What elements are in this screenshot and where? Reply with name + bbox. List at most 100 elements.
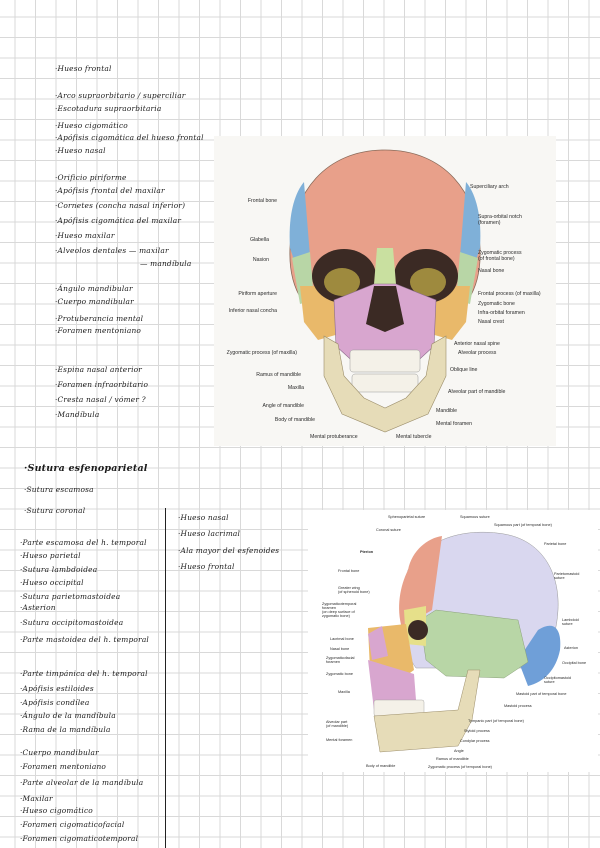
label-nasal-crest: Nasal crest xyxy=(478,319,504,325)
label-angle: Angle xyxy=(454,749,464,753)
note-line: ·Orificio piriforme xyxy=(55,173,127,182)
label-mental-tubercle: Mental tubercle xyxy=(396,434,432,440)
label-alveolar-part-lateral: Alveolar part (of mandible) xyxy=(326,720,349,728)
note-line: ·Escotadura supraorbitaria xyxy=(55,104,162,113)
label-ramus-of-mandible: Ramus of mandible xyxy=(256,372,301,378)
note-line: ·Espina nasal anterior xyxy=(55,365,143,374)
note-line: ·Foramen infraorbitario xyxy=(55,380,149,389)
note-line: ·Ángulo mandibular xyxy=(55,284,133,293)
column-divider xyxy=(165,508,166,848)
label-body-of-mandible-lateral: Body of mandible xyxy=(366,764,396,768)
note-line: ·Hueso maxilar xyxy=(55,231,115,240)
note-line: ·Sutura escamosa xyxy=(24,485,94,494)
label-mental-foramen-lateral: Mental foramen xyxy=(326,738,353,742)
maxilla-lateral xyxy=(368,660,416,710)
sphenoid-wing-right xyxy=(460,182,481,266)
orbit-left-floor xyxy=(324,268,360,296)
note-line: ·Arco supraorbitario / superciliar xyxy=(55,91,186,100)
label-mental-foramen: Mental foramen xyxy=(436,421,473,427)
note-line: ·Apófisis cigomática del maxilar xyxy=(55,216,182,225)
label-lacrimal-bone: Lacrimal bone xyxy=(330,637,354,641)
label-zygomatic-process-temporal: Zygomatic process (of temporal bone) xyxy=(428,765,492,769)
orbit-lateral xyxy=(408,620,428,640)
label-supra-orbital-notch: Supra-orbital notch (foramen) xyxy=(478,214,522,226)
note-line: ·Sutura lambdoidea xyxy=(20,565,98,574)
piriform-aperture-shape xyxy=(366,286,404,332)
note-line: ·Maxilar xyxy=(20,794,53,803)
note-line: ·Hueso lacrimal xyxy=(178,529,241,538)
note-line: ·Parte escamosa del h. temporal xyxy=(20,538,147,547)
label-condylar-process: Condylar process xyxy=(460,739,490,743)
note-line: ·Sutura coronal xyxy=(24,506,86,515)
label-alveolar-process: Alveolar process xyxy=(458,350,497,356)
label-inferior-nasal-concha: Inferior nasal concha xyxy=(228,308,277,314)
label-zygomatic-bone-lateral: Zygomatic bone xyxy=(326,672,354,676)
note-line: ·Hueso cigomático xyxy=(20,806,93,815)
label-zygomatic-process-frontal: Zygomatic process (of frontal bone) xyxy=(478,250,522,262)
note-line: ·Parte alveolar de la mandíbula xyxy=(20,778,144,787)
note-line: — mandíbula xyxy=(140,259,192,268)
label-superciliary-arch: Superciliary arch xyxy=(470,184,509,190)
note-line: ·Cresta nasal / vómer ? xyxy=(55,395,146,404)
occipital-bone-shape xyxy=(518,625,561,686)
label-coronal-suture: Coronal suture xyxy=(376,528,401,532)
note-line: ·Parte mastoidea del h. temporal xyxy=(20,635,149,644)
label-mastoid-part-temporal: Mastoid part of temporal bone xyxy=(516,692,567,696)
frontal-bone-lateral xyxy=(399,536,442,628)
label-angle-of-mandible: Angle of mandible xyxy=(262,403,304,409)
label-mental-protuberance: Mental protuberance xyxy=(310,434,358,440)
note-line: ·Foramen cigomaticofacial xyxy=(20,820,125,829)
label-lambdoid-suture: Lambdoid suture xyxy=(562,618,579,626)
skull-anterior-illustration xyxy=(289,149,481,433)
maxilla-lateral-upper xyxy=(368,626,388,660)
note-line: ·Ángulo de la mandíbula xyxy=(20,711,116,720)
orbit-right-floor xyxy=(410,268,446,296)
label-nasal-bone: Nasal bone xyxy=(478,268,505,274)
label-ramus-of-mandible-lateral: Ramus of mandible xyxy=(436,757,469,761)
label-tympanic-part-temporal: Tympanic part (of temporal bone) xyxy=(468,719,524,723)
label-nasal-bone-lateral: Nasal bone xyxy=(330,647,350,651)
label-sphenoparietal-suture: Sphenoparietal suture xyxy=(388,515,426,519)
note-line: ·Asterion xyxy=(20,603,56,612)
note-line: ·Hueso nasal xyxy=(55,146,106,155)
note-line: ·Foramen cigomaticotemporal xyxy=(20,834,139,843)
label-maxilla-lateral: Maxilla xyxy=(338,690,350,694)
note-line: ·Apófisis condílea xyxy=(20,698,90,707)
note-line: ·Sutura occipitomastoidea xyxy=(20,618,124,627)
label-mandible: Mandible xyxy=(436,408,458,414)
note-line: ·Sutura esfenoparietal xyxy=(24,463,148,474)
note-line: ·Hueso occipital xyxy=(20,578,84,587)
note-line: ·Rama de la mandíbula xyxy=(20,725,111,734)
mandible-lateral xyxy=(373,669,481,753)
skull-anterior-figure: Frontal bone Glabella Nasion Piriform ap… xyxy=(214,136,556,446)
label-body-of-mandible: Body of mandible xyxy=(274,417,315,423)
label-squamous-part-temporal: Squamous part (of temporal bone) xyxy=(494,523,552,527)
label-maxilla: Maxilla xyxy=(287,385,304,391)
note-line: ·Hueso cigomático xyxy=(55,121,128,130)
label-oblique-line: Oblique line xyxy=(450,367,478,373)
label-styloid-process: Styloid process xyxy=(464,729,490,733)
label-zygomatic-bone: Zygomatic bone xyxy=(478,301,515,307)
skull-lateral-figure: Sphenoparietal suture Squamous suture Co… xyxy=(308,510,598,772)
note-line: ·Apófisis frontal del maxilar xyxy=(55,186,165,195)
label-infra-orbital-foramen: Infra-orbital foramen xyxy=(478,310,525,316)
label-greater-wing: Greater wing (of sphenoid bone) xyxy=(338,586,370,594)
note-line: ·Cornetes (concha nasal inferior) xyxy=(55,201,186,210)
label-nasion: Nasion xyxy=(252,257,269,263)
note-line: ·Foramen mentoniano xyxy=(55,326,142,335)
note-line: ·Hueso frontal xyxy=(178,562,235,571)
mandible-shape xyxy=(323,335,447,433)
note-line: ·Cuerpo mandibular xyxy=(55,297,134,306)
label-asterion: Asterion xyxy=(564,646,578,650)
note-line: ·Parte timpánica del h. temporal xyxy=(20,669,148,678)
label-pterion: Pterion xyxy=(360,550,374,554)
label-parietomastoid-suture: Parietomastoid suture xyxy=(554,572,580,580)
note-line: ·Hueso frontal xyxy=(55,64,112,73)
sphenoid-wing-left xyxy=(289,182,310,266)
note-line: ·Apófisis estiloides xyxy=(20,684,94,693)
note-line: ·Hueso parietal xyxy=(20,551,81,560)
note-line: ·Sutura parietomastoidea xyxy=(20,592,121,601)
label-zygomaticotemporal-foramen: Zygomaticotemporal foramen (on deep surf… xyxy=(322,602,357,618)
note-line: ·Hueso nasal xyxy=(178,513,229,522)
label-occipitomastoid-suture: Occipitomastoid suture xyxy=(544,676,572,684)
